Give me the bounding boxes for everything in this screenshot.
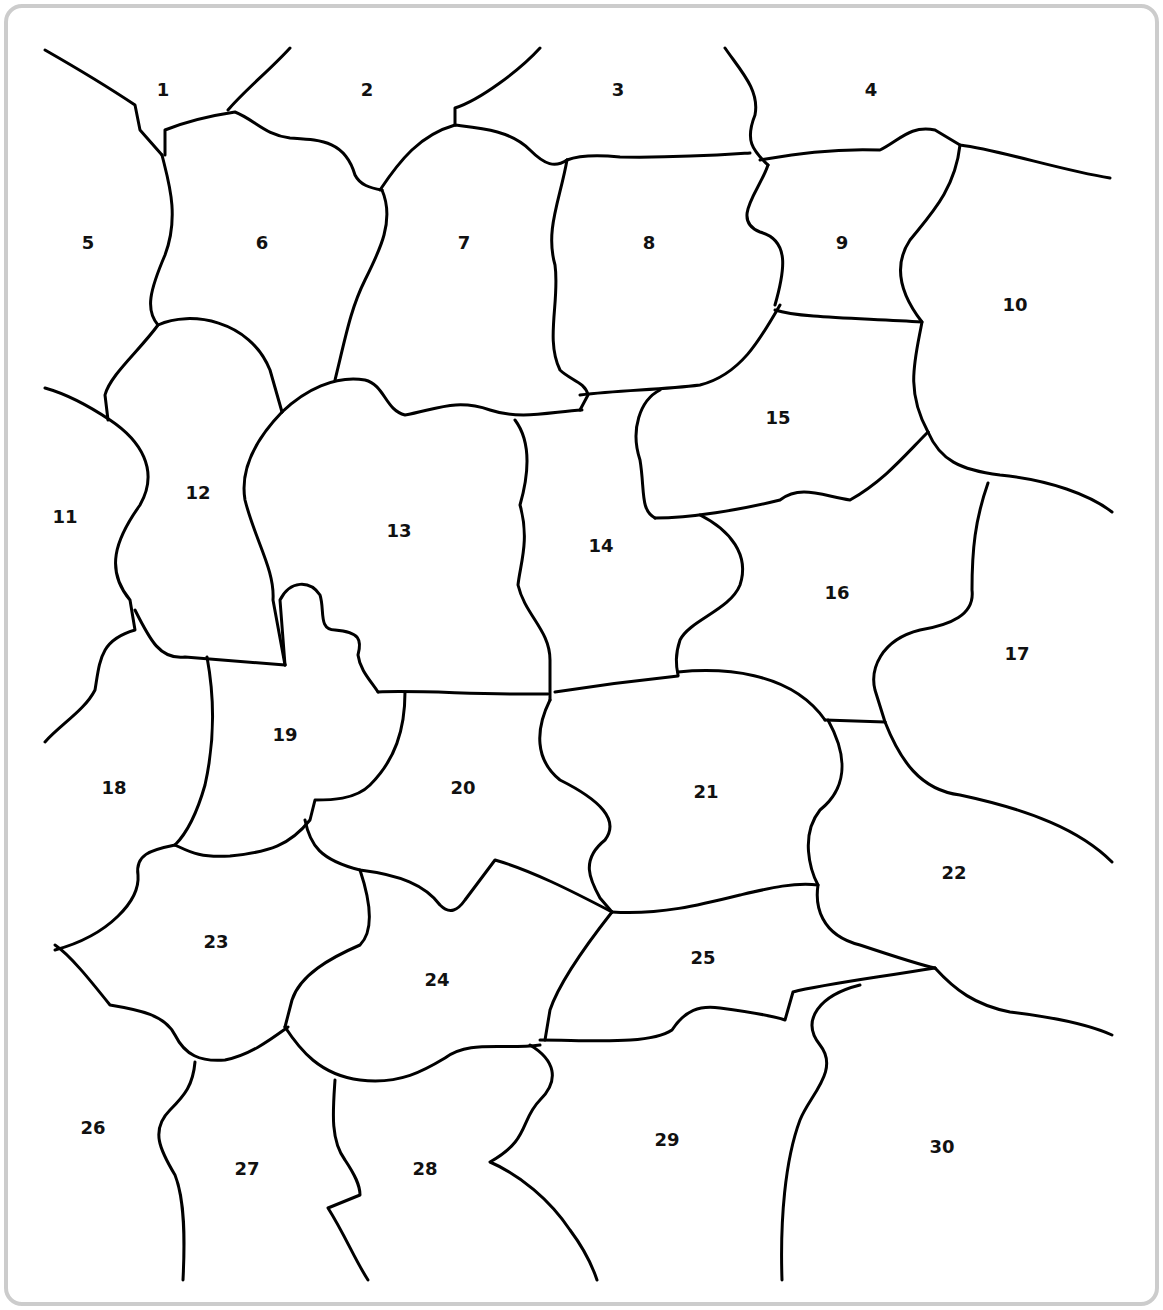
- region-number: 13: [386, 522, 411, 540]
- region-number: 2: [361, 81, 374, 99]
- region-number: 29: [654, 1131, 679, 1149]
- region-number: 18: [101, 779, 126, 797]
- border-lines: [45, 48, 1112, 1280]
- region-number: 1: [157, 81, 170, 99]
- region-number: 9: [836, 234, 849, 252]
- region-number: 15: [765, 409, 790, 427]
- region-number: 6: [256, 234, 269, 252]
- region-number: 3: [612, 81, 625, 99]
- region-number: 10: [1002, 296, 1027, 314]
- region-number: 5: [82, 234, 95, 252]
- region-number: 30: [929, 1138, 954, 1156]
- region-number: 21: [693, 783, 718, 801]
- region-number: 8: [643, 234, 656, 252]
- region-number: 20: [450, 779, 475, 797]
- region-number: 28: [412, 1160, 437, 1178]
- region-number: 4: [865, 81, 878, 99]
- region-number: 26: [80, 1119, 105, 1137]
- frame: [6, 6, 1157, 1304]
- region-number: 19: [272, 726, 297, 744]
- region-number: 11: [52, 508, 77, 526]
- region-number: 27: [234, 1160, 259, 1178]
- region-number: 23: [203, 933, 228, 951]
- region-number: 7: [458, 234, 471, 252]
- region-number: 12: [185, 484, 210, 502]
- region-number: 17: [1004, 645, 1029, 663]
- region-number: 25: [690, 949, 715, 967]
- region-number: 16: [824, 584, 849, 602]
- region-number: 22: [941, 864, 966, 882]
- region-number: 24: [424, 971, 449, 989]
- region-number: 14: [588, 537, 613, 555]
